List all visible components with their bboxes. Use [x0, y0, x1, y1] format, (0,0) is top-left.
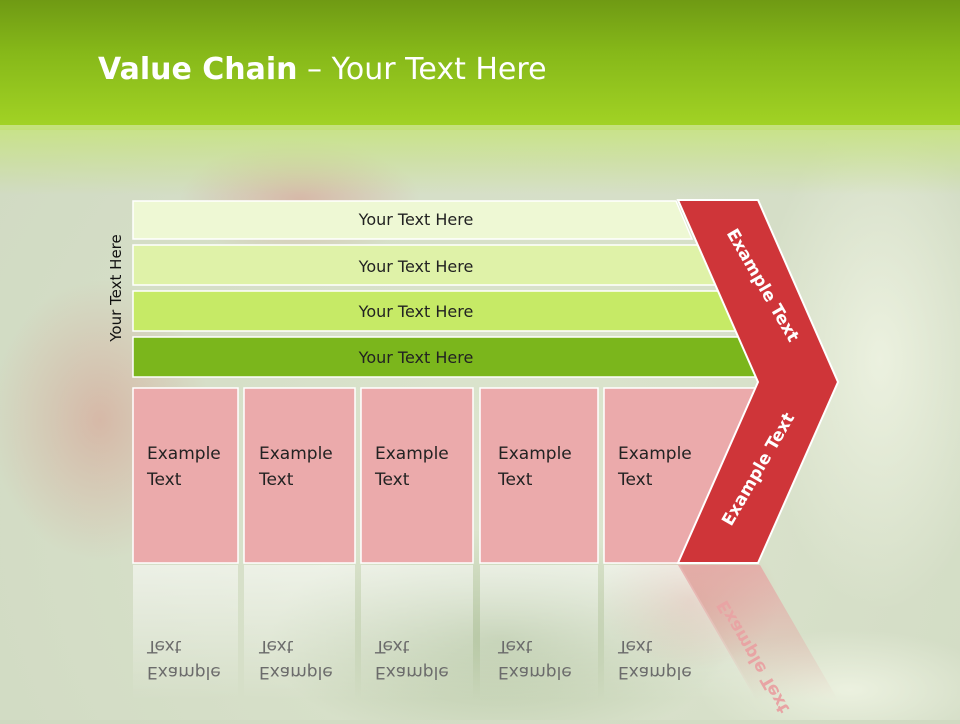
column-1-line-2: Text — [146, 470, 182, 490]
column-reflection-text: Text — [374, 636, 410, 656]
header-fade — [0, 125, 960, 195]
column-reflection — [604, 565, 758, 700]
column-3-line-2: Text — [374, 470, 410, 490]
column-reflection-text: Example — [147, 662, 221, 682]
bar-4-label: Your Text Here — [358, 348, 474, 367]
reflection: Example Text Example Text Example Text E… — [133, 565, 838, 717]
title-bold: Value Chain — [98, 52, 298, 87]
column-1-line-1: Example — [147, 444, 221, 464]
column-2 — [243, 387, 356, 564]
column-5-line-2: Text — [617, 470, 653, 490]
bar-1-label: Your Text Here — [358, 210, 474, 229]
column-reflection-text: Example — [618, 662, 692, 682]
column-reflection-text: Example — [259, 662, 333, 682]
column-reflection-text: Text — [258, 636, 294, 656]
column-reflection — [133, 565, 238, 700]
red-chevron — [676, 199, 840, 564]
header-band — [0, 0, 960, 130]
bar-1 — [132, 200, 694, 240]
column-reflection-text: Example — [375, 662, 449, 682]
bar-2-label: Your Text Here — [358, 257, 474, 276]
column-4-line-2: Text — [497, 470, 533, 490]
column-reflection — [480, 565, 598, 700]
column-reflection — [244, 565, 355, 700]
column-2-line-1: Example — [259, 444, 333, 464]
chevron-reflection — [678, 565, 838, 700]
column-3 — [360, 387, 474, 564]
slide-title: Value Chain – Your Text Here — [98, 52, 547, 87]
column-reflection-text: Text — [617, 636, 653, 656]
title-rest: – Your Text Here — [297, 52, 547, 87]
column-4-line-1: Example — [498, 444, 572, 464]
column-reflection-text: Text — [146, 636, 182, 656]
column-1 — [132, 387, 239, 564]
column-reflection-text: Example — [498, 662, 572, 682]
column-reflection — [361, 565, 473, 700]
column-reflection-text: Text — [497, 636, 533, 656]
column-4 — [479, 387, 599, 564]
bar-3-label: Your Text Here — [358, 302, 474, 321]
column-3-line-1: Example — [375, 444, 449, 464]
column-5-line-1: Example — [618, 444, 692, 464]
column-2-line-2: Text — [258, 470, 294, 490]
